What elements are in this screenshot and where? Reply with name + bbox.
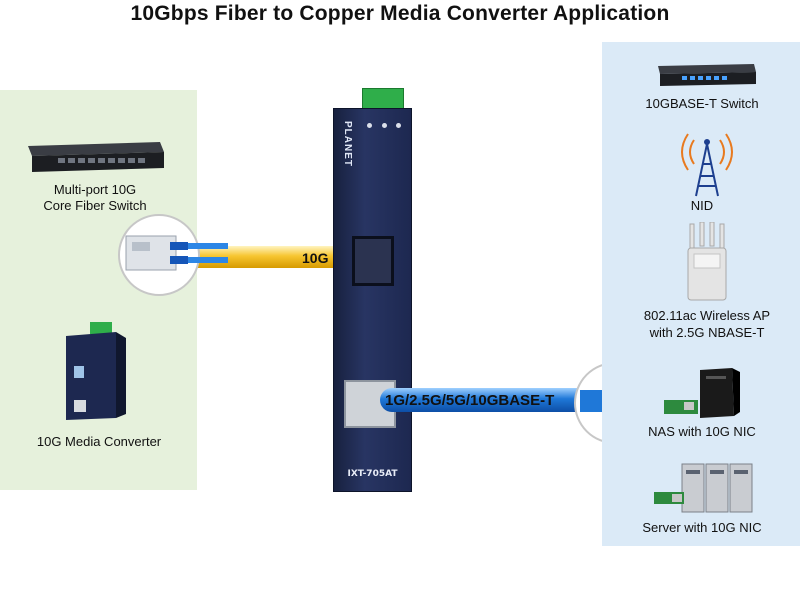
wireless-ap-icon [687,222,727,301]
sfp-port [352,236,394,286]
nas-icon [664,368,740,418]
media-converter-label: 10G Media Converter [36,434,162,449]
server-icon [654,463,753,513]
rack-switch-icon [28,142,164,172]
switch-label: 10GBASE-T Switch [645,96,759,111]
led-indicator [367,123,372,128]
sfp-module-icon [125,235,228,271]
led-indicator [396,123,401,128]
fiber-switch-label: Multi-port 10G Core Fiber Switch [43,182,147,213]
ap-label-line2: with 2.5G NBASE-T [649,325,765,340]
nid-label: NID [690,198,714,213]
ap-label-line1: 802.11ac Wireless AP [643,308,771,323]
server-label: Server with 10G NIC [642,520,762,535]
diagram-title: 10Gbps Fiber to Copper Media Converter A… [130,2,670,25]
rack-switch-icon [658,64,756,86]
device-model: IXT-705AT [347,469,398,479]
media-converter-icon [66,322,126,420]
nas-label: NAS with 10G NIC [648,424,756,439]
antenna-tower-icon [681,133,733,197]
led-indicator [382,123,387,128]
brand-logo: PLANET [342,121,353,167]
copper-link-label: 1G/2.5G/5G/10GBASE-T [385,392,555,409]
center-media-converter: PLANET IXT-705AT [333,108,412,492]
copper-cable [380,388,596,412]
